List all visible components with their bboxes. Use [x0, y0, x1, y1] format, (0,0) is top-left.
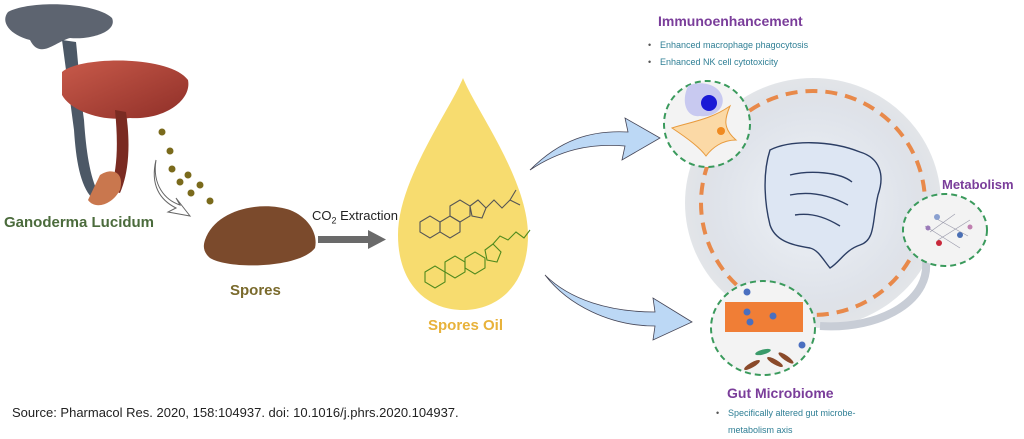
arrow-to-gut-icon — [544, 274, 693, 341]
gut-microbiome-bullets: Specifically altered gut microbe- metabo… — [716, 405, 856, 439]
immune-cells-icon — [663, 80, 751, 168]
metabolism-network-icon — [902, 193, 988, 267]
triterpenoid-molecule-icon — [424, 229, 531, 289]
co2-extraction-label: CO2 Extraction — [312, 208, 398, 226]
bullet-item: Specifically altered gut microbe- — [716, 405, 856, 422]
gut-microbiome-title: Gut Microbiome — [727, 385, 834, 401]
intestine-icon — [764, 142, 882, 269]
co2-prefix: CO — [312, 208, 332, 223]
spores-label: Spores — [230, 282, 281, 299]
ganoderma-mushroom-image — [5, 4, 189, 206]
ganoderma-label: Ganoderma Lucidum — [4, 214, 155, 231]
spores-oil-drop — [398, 78, 528, 310]
co2-subscript: 2 — [331, 215, 337, 226]
spores-powder-pile — [203, 206, 316, 266]
spores-oil-label: Spores Oil — [428, 317, 504, 334]
curved-arrow-down-icon — [153, 159, 192, 217]
extraction-suffix: Extraction — [336, 208, 398, 223]
arrow-to-immuno-icon — [529, 117, 661, 171]
bullet-item: Enhanced macrophage phagocytosis — [648, 37, 808, 54]
immunoenhancement-bullets: Enhanced macrophage phagocytosis Enhance… — [648, 37, 808, 71]
falling-spores-dots — [158, 128, 214, 205]
bullet-item: Enhanced NK cell cytotoxicity — [648, 54, 808, 71]
metabolism-title: Metabolism — [942, 177, 1014, 192]
extraction-arrow-icon — [318, 230, 386, 249]
citation-text: Source: Pharmacol Res. 2020, 158:104937.… — [12, 405, 459, 420]
immunoenhancement-title: Immunoenhancement — [658, 13, 803, 29]
gut-connector-band — [819, 254, 931, 331]
sterol-molecule-icon — [419, 189, 521, 239]
gut-epithelium-icon — [710, 280, 816, 376]
bullet-continuation: metabolism axis — [728, 425, 793, 435]
